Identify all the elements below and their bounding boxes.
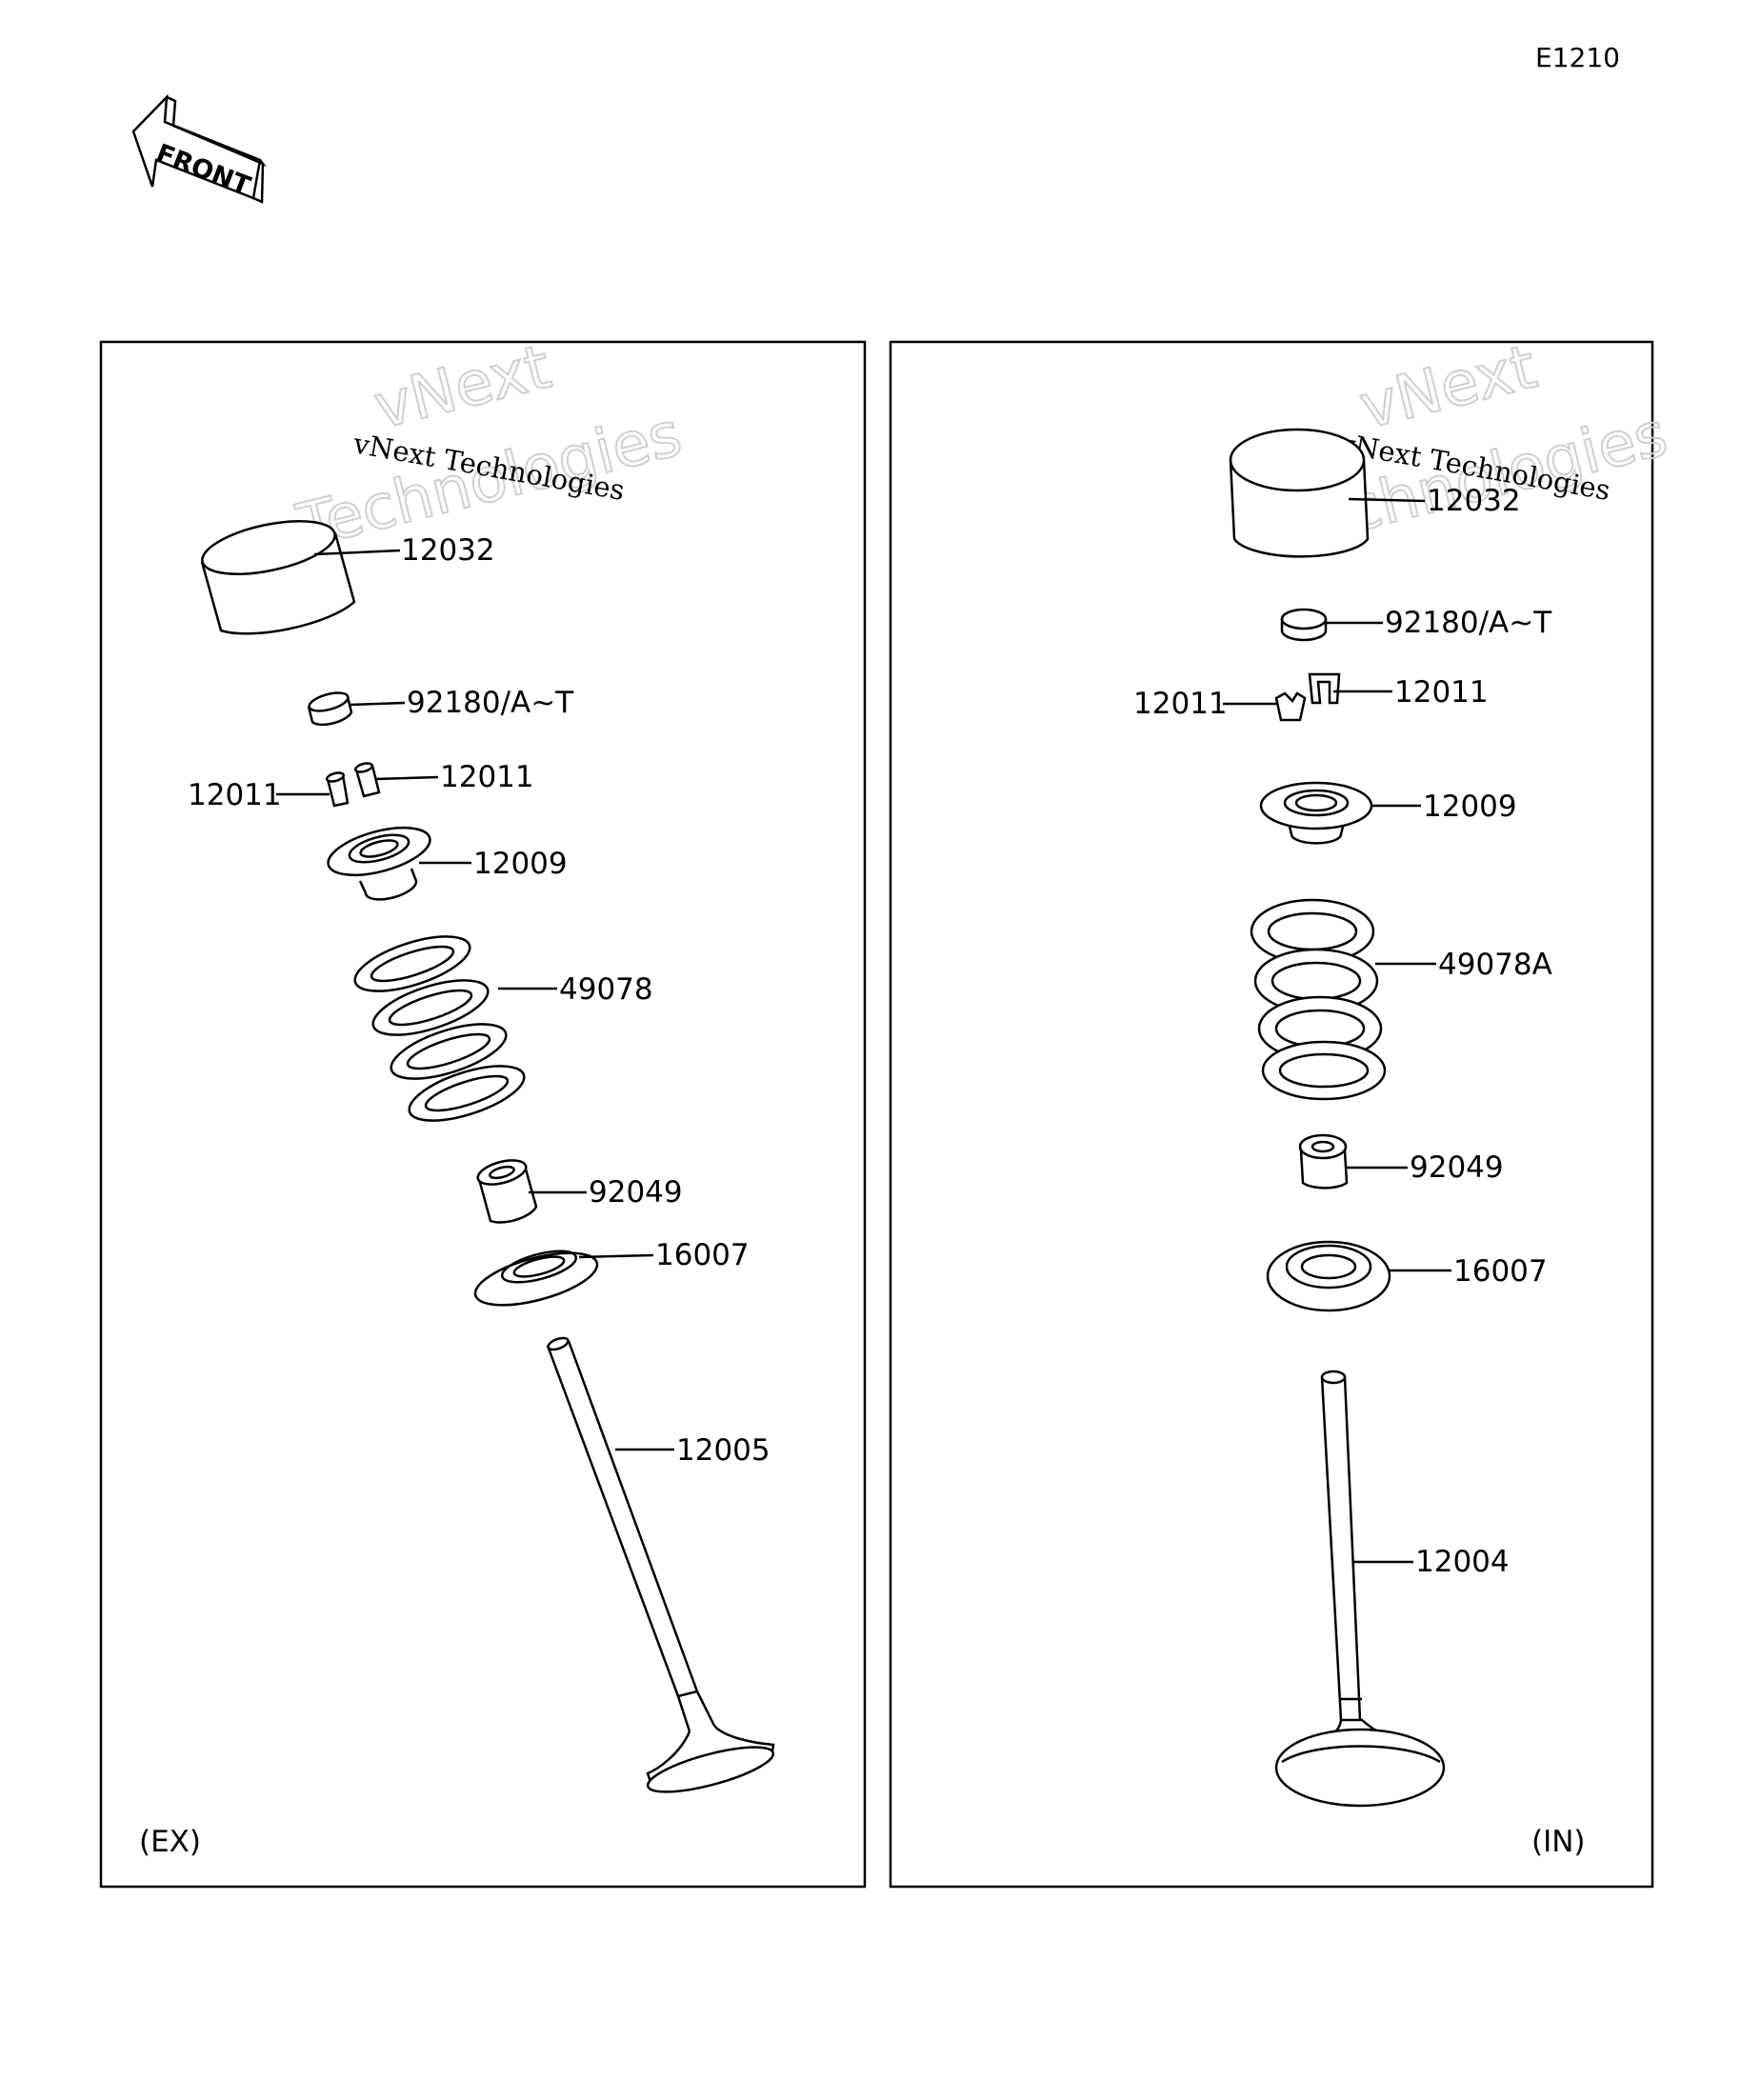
intake-valve-icon: [1274, 1370, 1446, 1808]
spring-retainer-icon: [327, 826, 431, 901]
part-label: 16007: [1453, 1254, 1548, 1289]
part-label: 12032: [1427, 484, 1521, 518]
intake-panel-frame: [889, 340, 1654, 1889]
part-label: 49078A: [1438, 948, 1552, 982]
valve-cotter-icon: [1274, 691, 1307, 722]
part-label: 12011: [440, 760, 534, 794]
shim-icon: [1280, 608, 1328, 642]
part-label: 16007: [655, 1238, 750, 1272]
part-label: 12032: [401, 533, 495, 568]
part-label: 12005: [676, 1433, 770, 1468]
valve-spring-icon: [353, 935, 526, 1122]
watermark-brand: vNext: [368, 331, 557, 443]
page-code: E1210: [1535, 42, 1620, 73]
part-label: 49078: [559, 972, 653, 1007]
watermark-brand: vNext: [1353, 331, 1543, 443]
intake-corner-label: (IN): [1531, 1825, 1586, 1859]
tappet-icon: [1229, 428, 1370, 558]
spring-retainer-icon: [1259, 781, 1373, 845]
intake-panel: vNext Technologies vNext Technologies 12…: [889, 330, 1675, 1889]
valve-spring-icon: [1250, 898, 1387, 1101]
front-arrow-icon: FRONT: [131, 93, 267, 204]
stem-seal-icon: [1298, 1133, 1349, 1190]
exhaust-valve-icon: [546, 1336, 775, 1793]
part-label: 92049: [589, 1175, 683, 1210]
valve-cotter-icon: [353, 762, 381, 798]
exhaust-corner-label: (EX): [139, 1825, 201, 1859]
exhaust-panel-frame: [99, 340, 867, 1889]
valve-cotter-icon: [325, 771, 350, 808]
part-label: 92180/A~T: [1385, 606, 1552, 640]
shim-icon: [307, 691, 353, 727]
watermark: vNext Technologies vNext Technologies: [290, 330, 690, 563]
part-label: 92180/A~T: [407, 686, 574, 720]
part-label: 12004: [1415, 1545, 1510, 1579]
part-label: 12009: [473, 847, 568, 881]
part-label: 92049: [1410, 1150, 1504, 1185]
exhaust-panel: vNext Technologies vNext Technologies 12…: [99, 330, 867, 1889]
tappet-icon: [200, 520, 356, 635]
part-label: 12011: [1133, 687, 1228, 721]
spring-seat-icon: [1266, 1240, 1391, 1312]
stem-seal-icon: [476, 1159, 538, 1224]
spring-seat-icon: [473, 1250, 599, 1307]
valve-cotter-icon: [1308, 672, 1341, 705]
part-label: 12009: [1423, 790, 1517, 824]
part-label: 12011: [188, 778, 282, 812]
part-label: 12011: [1394, 675, 1489, 710]
